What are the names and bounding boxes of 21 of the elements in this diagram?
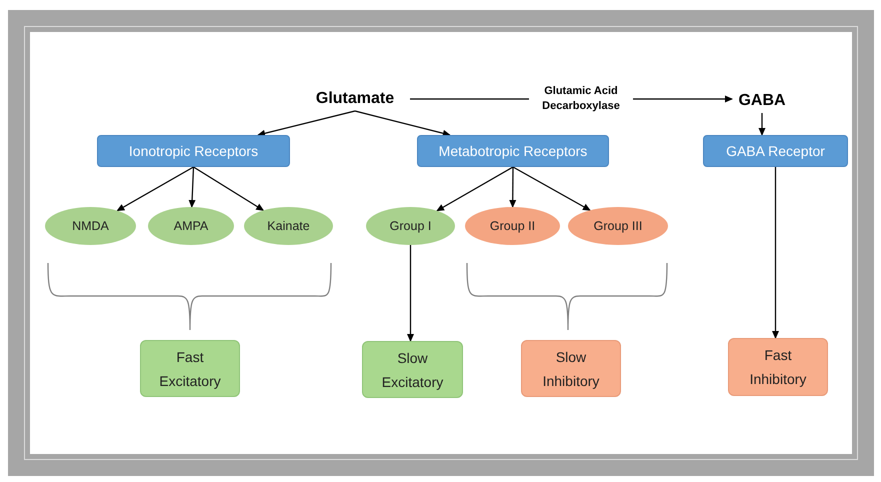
node-label: GABA bbox=[732, 89, 792, 113]
arrow bbox=[193, 166, 264, 211]
effect-box: Slow Inhibitory bbox=[521, 340, 621, 397]
arrow bbox=[188, 166, 196, 208]
arrow bbox=[772, 167, 779, 339]
effect-box: Slow Excitatory bbox=[362, 341, 463, 398]
arrow bbox=[512, 166, 591, 211]
arrow bbox=[257, 110, 356, 137]
receptor-box: GABA Receptor bbox=[703, 135, 848, 167]
receptor-box: Metabotropic Receptors bbox=[417, 135, 609, 167]
arrow bbox=[407, 245, 414, 342]
effect-box: Fast Excitatory bbox=[140, 340, 240, 397]
arrow bbox=[354, 110, 451, 137]
node-label: Glutamate bbox=[300, 87, 410, 111]
arrow bbox=[436, 166, 514, 212]
arrow bbox=[758, 113, 766, 136]
receptor-box: Ionotropic Receptors bbox=[97, 135, 290, 167]
edge-label: Glutamic Acid Decarboxylase bbox=[529, 84, 633, 114]
effect-box: Fast Inhibitory bbox=[728, 338, 828, 396]
arrow bbox=[509, 167, 516, 208]
arrow bbox=[116, 166, 194, 212]
